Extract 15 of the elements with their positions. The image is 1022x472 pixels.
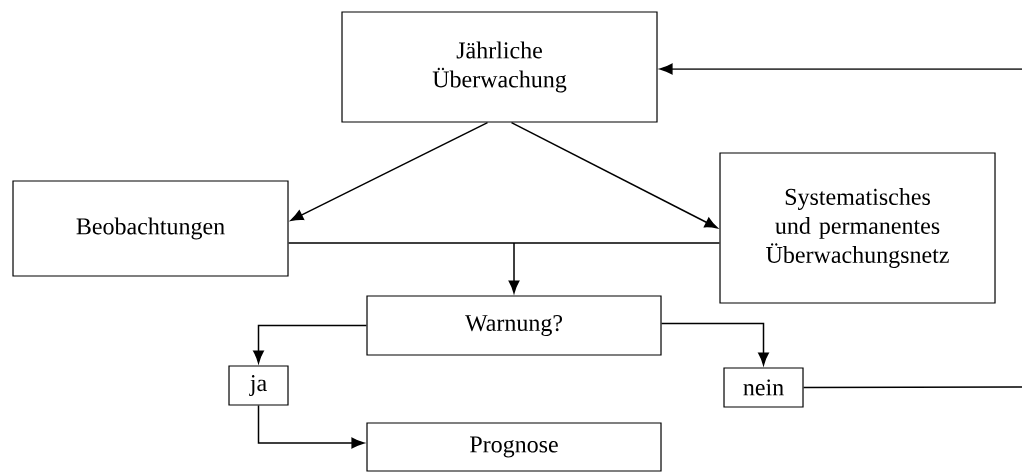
process-box: Beobachtungen: [12, 180, 289, 277]
arrow: [659, 63, 1022, 75]
process-box: Systematisches und permanentes Überwachungsnetz: [719, 152, 996, 304]
line: [802, 386, 1022, 389]
arrow: [660, 322, 769, 366]
process-box: Jährliche Überwachung: [341, 11, 658, 123]
process-box: Warnung?: [366, 295, 662, 356]
process-box: nein: [723, 367, 804, 408]
arrow: [257, 404, 365, 449]
process-box: ja: [228, 365, 289, 406]
arrow: [290, 121, 489, 221]
arrow: [510, 121, 718, 229]
process-box: Prognose: [366, 422, 662, 472]
arrow: [253, 324, 368, 364]
arrow: [287, 242, 721, 294]
